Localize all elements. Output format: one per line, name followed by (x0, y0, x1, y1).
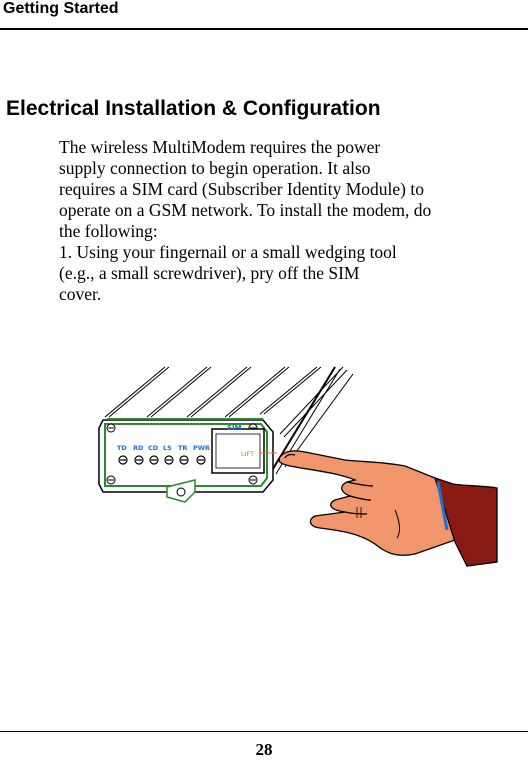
led-label-cd: CD (148, 444, 159, 452)
led-label-ls: LS (163, 444, 172, 452)
step-1-line: cover. (59, 284, 102, 304)
sim-label: SIM (227, 424, 242, 432)
body-text: The wireless MultiModem requires the pow… (59, 137, 527, 305)
step-1-line: (e.g., a small screwdriver), pry off the… (59, 263, 360, 283)
hand-illustration (278, 450, 498, 567)
modem-fins (104, 366, 354, 475)
led-label-td: TD (117, 444, 127, 452)
lift-label: LIFT (241, 450, 254, 458)
footer-rule (0, 731, 528, 732)
intro-line: supply connection to begin operation. It… (59, 158, 371, 178)
modem-sim-cover-illustration: TD RD CD LS TR PWR SIM LIFT (98, 366, 498, 567)
led-label-rd: RD (133, 444, 144, 452)
led-labels: TD RD CD LS TR PWR (117, 444, 210, 452)
mounting-tab (166, 479, 196, 503)
intro-line: operate on a GSM network. To install the… (59, 200, 432, 220)
running-header: Getting Started (3, 0, 119, 17)
intro-line: the following: (59, 221, 158, 241)
led-label-tr: TR (178, 444, 187, 452)
led-indicators (118, 455, 206, 465)
section-heading: Electrical Installation & Configuration (6, 97, 381, 120)
intro-line: requires a SIM card (Subscriber Identity… (59, 179, 424, 199)
step-1-line: 1. Using your fingernail or a small wedg… (59, 242, 397, 262)
header-rule (0, 28, 528, 30)
led-label-pwr: PWR (193, 444, 210, 452)
intro-line: The wireless MultiModem requires the pow… (59, 137, 381, 157)
page-number: 28 (255, 740, 273, 759)
sim-cover: SIM LIFT (211, 424, 277, 474)
